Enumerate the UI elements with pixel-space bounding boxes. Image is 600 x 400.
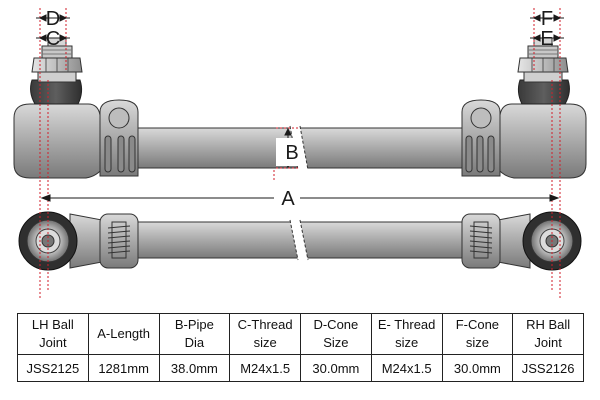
label-e: E [540,28,553,50]
top-view [13,37,587,179]
bottom-tube [89,219,511,261]
value-lh-ball-joint: JSS2125 [17,354,89,382]
label-c: C [46,28,60,50]
label-f: F [541,8,553,30]
right-ball-joint-bottom [461,211,582,271]
left-ball-joint-top [13,37,139,179]
value-f-cone-size: 30.0mm [441,354,514,382]
value-rh-ball-joint: JSS2126 [512,354,584,382]
tie-rod-drawing: D C F E B A [13,8,587,300]
table-row: JSS2125 1281mm 38.0mm M24x1.5 30.0mm M24… [17,354,584,382]
bottom-view [18,211,582,271]
value-b-pipe-dia: 38.0mm [158,354,231,382]
value-a-length: 1281mm [87,354,160,382]
dimension-labels: D C F E B A [46,8,554,210]
label-a: A [281,188,295,210]
label-b: B [285,142,298,164]
header-a-length: A-Length [87,313,160,355]
right-ball-joint-top [461,37,587,179]
dimension-arrows [36,14,564,202]
value-c-thread-size: M24x1.5 [229,354,301,382]
label-d: D [46,8,60,30]
left-ball-joint-bottom [18,211,139,271]
value-e-thread-size: M24x1.5 [370,354,443,382]
value-d-cone-size: 30.0mm [300,354,372,382]
